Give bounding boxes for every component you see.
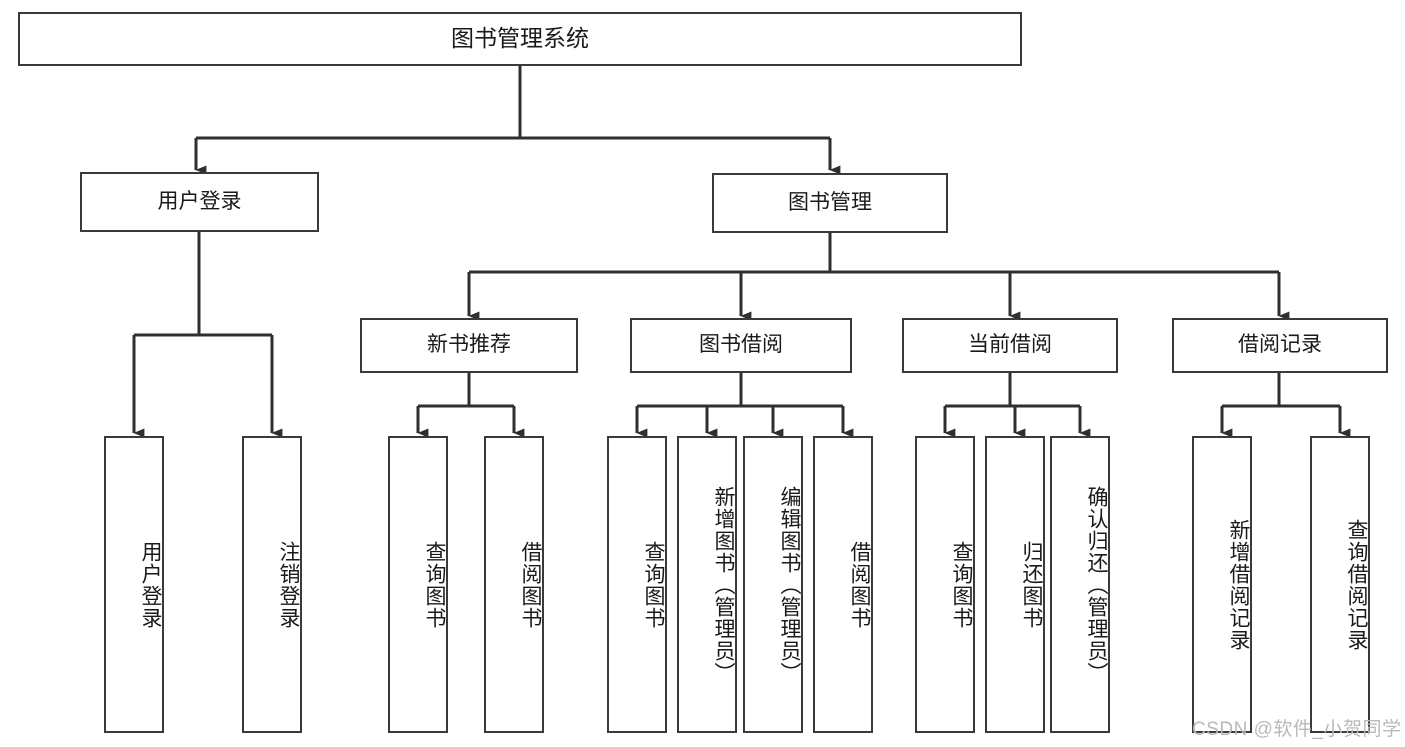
node-label: 图书管理系统 xyxy=(451,25,589,52)
node-leaf-book-borrow-borrow-book[interactable]: 借阅图书 xyxy=(813,436,873,733)
node-label: 当前借阅 xyxy=(968,333,1052,357)
node-leaf-book-borrow-add-book[interactable]: 新增图书（管理员） xyxy=(677,436,737,733)
node-label: 图书管理 xyxy=(788,190,872,214)
node-leaf-book-borrow-query-book[interactable]: 查询图书 xyxy=(607,436,667,733)
watermark-text: CSDN @软件_小贺同学 xyxy=(1192,719,1402,740)
node-book-manage[interactable]: 图书管理 xyxy=(712,173,948,233)
node-label: 新书推荐 xyxy=(427,333,511,357)
node-leaf-current-borrow-confirm-return[interactable]: 确认归还（管理员） xyxy=(1050,436,1110,733)
node-current-borrow[interactable]: 当前借阅 xyxy=(902,318,1118,373)
node-leaf-borrow-record-add-record[interactable]: 新增借阅记录 xyxy=(1192,436,1252,733)
node-leaf-user-login-logout[interactable]: 注销登录 xyxy=(242,436,302,733)
node-label: 注销登录 xyxy=(277,540,300,629)
node-label: 确认归还（管理员） xyxy=(1085,485,1108,684)
node-label: 新增借阅记录 xyxy=(1227,518,1250,651)
node-leaf-user-login-login[interactable]: 用户登录 xyxy=(104,436,164,733)
node-label: 借阅记录 xyxy=(1238,333,1322,357)
node-leaf-current-borrow-query-book[interactable]: 查询图书 xyxy=(915,436,975,733)
node-label: 查询图书 xyxy=(950,540,973,629)
node-label: 归还图书 xyxy=(1020,540,1043,629)
node-label: 查询借阅记录 xyxy=(1345,518,1368,651)
node-leaf-borrow-record-query-record[interactable]: 查询借阅记录 xyxy=(1310,436,1370,733)
node-label: 用户登录 xyxy=(157,189,242,213)
node-borrow-record[interactable]: 借阅记录 xyxy=(1172,318,1388,373)
node-label: 查询图书 xyxy=(642,540,665,629)
node-leaf-book-borrow-edit-book[interactable]: 编辑图书（管理员） xyxy=(743,436,803,733)
node-new-book-recommend[interactable]: 新书推荐 xyxy=(360,318,578,373)
csdn-watermark: CSDN @软件_小贺同学 xyxy=(1192,714,1401,741)
node-leaf-new-book-query-book[interactable]: 查询图书 xyxy=(388,436,448,733)
node-label: 新增图书（管理员） xyxy=(712,485,735,684)
node-label: 查询图书 xyxy=(423,540,446,629)
node-label: 借阅图书 xyxy=(848,540,871,629)
node-book-borrow[interactable]: 图书借阅 xyxy=(630,318,852,373)
node-label: 借阅图书 xyxy=(519,540,542,629)
node-user-login[interactable]: 用户登录 xyxy=(80,172,319,232)
node-leaf-new-book-borrow-book[interactable]: 借阅图书 xyxy=(484,436,544,733)
node-label: 图书借阅 xyxy=(699,333,783,357)
node-label: 用户登录 xyxy=(139,540,162,629)
node-label: 编辑图书（管理员） xyxy=(778,485,801,684)
node-leaf-current-borrow-return-book[interactable]: 归还图书 xyxy=(985,436,1045,733)
node-root-library-system[interactable]: 图书管理系统 xyxy=(18,12,1022,66)
